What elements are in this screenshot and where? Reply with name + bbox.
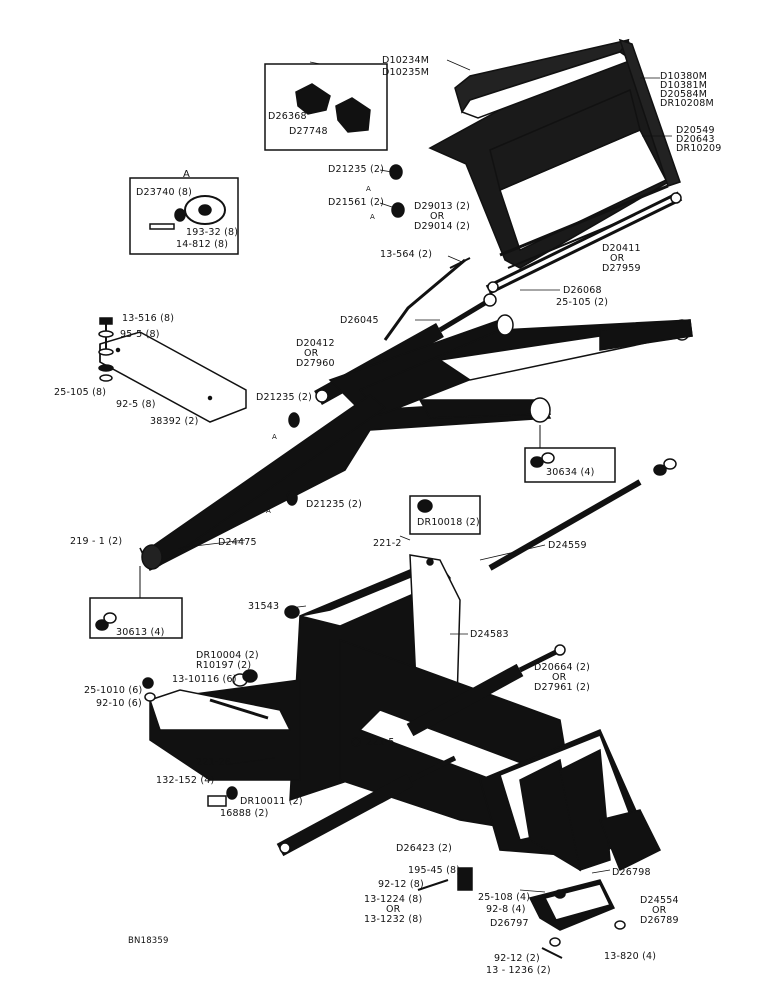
label-or-3: OR: [304, 348, 319, 359]
label-arm-d24475: D24475: [218, 537, 257, 548]
label-nut-25-1010: 25-1010 (6): [84, 685, 143, 696]
label-screw-13-516: 13-516 (8): [122, 313, 175, 324]
label-d26797: D26797: [490, 918, 529, 929]
label-or-1: OR: [430, 211, 445, 222]
cross-shaft: [488, 458, 677, 571]
label-or-5: OR: [386, 904, 401, 915]
bucket-cylinder: [485, 191, 683, 295]
main-frame: [149, 554, 662, 872]
label-pin-16888: 16888 (2): [220, 808, 269, 819]
bushing-box-30613: [89, 566, 183, 639]
bottom-brackets: [417, 867, 626, 959]
label-washer-92-12-8: 92-12 (8): [378, 879, 424, 890]
label-pin-d21235-mid: D21235 (2): [256, 392, 313, 403]
label-arrow-a-1: A: [366, 185, 371, 193]
label-bucket-right-2: D10381M: [660, 80, 708, 91]
label-pin-d29014: D29014 (2): [414, 221, 471, 232]
drawing-number: BN18359: [128, 936, 169, 946]
label-cyl-d20412: D20412: [296, 338, 335, 349]
label-detail-a-title: A: [183, 169, 191, 180]
label-rod-d26045: D26045: [340, 315, 379, 326]
label-cyl-d27960: D27960: [296, 358, 335, 369]
label-teeth-1: D26368: [268, 111, 307, 122]
label-washer-92-5: 92-5 (8): [116, 399, 156, 410]
label-arrow-a-3: A: [272, 433, 277, 441]
label-pin-31543: 31543: [248, 601, 280, 612]
boom-arm: [139, 314, 693, 572]
label-or-4: OR: [552, 672, 567, 683]
label-bucket-right-1: D10380M: [660, 71, 708, 82]
label-screw-132-152: 132-152 (4): [156, 775, 215, 786]
label-bushing-dr10018: DR10018 (2): [417, 517, 480, 528]
label-bolt-13-1236: 13 - 1236 (2): [486, 965, 551, 976]
leader-lines: [177, 59, 672, 893]
label-nut-25-105-8: 25-105 (8): [54, 387, 107, 398]
label-cyl-d27959: D27959: [602, 263, 641, 274]
label-bolt-13-820: 13-820 (4): [604, 951, 657, 962]
label-washer-92-12-2: 92-12 (2): [494, 953, 540, 964]
label-cyl-d20411: D20411: [602, 243, 641, 254]
label-bushing-30613: 30613 (4): [116, 627, 165, 638]
label-plate-38392: 38392 (2): [150, 416, 199, 427]
label-bucket-right-4: DR10208M: [660, 98, 714, 109]
teeth-box: [264, 63, 388, 151]
label-pin-d21561: D21561 (2): [328, 197, 385, 208]
label-bucket-right-3: D20584M: [660, 89, 708, 100]
label-pin-d26068: D26068: [563, 285, 602, 296]
label-d26789: D26789: [640, 915, 679, 926]
label-dr10011: DR10011 (2): [240, 796, 303, 807]
label-detail-a-3: 14-812 (8): [176, 239, 229, 250]
label-nut-25-108: 25-108 (4): [478, 892, 531, 903]
label-bushing-30634: 30634 (4): [546, 467, 595, 478]
label-frame-d24583: D24583: [470, 629, 509, 640]
label-bolt-13-1224: 13-1224 (8): [364, 894, 423, 905]
label-arrow-a-4: A: [266, 507, 271, 515]
side-plate: [99, 331, 247, 423]
detail-a-box: [129, 177, 239, 255]
label-d26423: D26423 (2): [396, 843, 453, 854]
label-cyl-d20664: D20664 (2): [534, 662, 591, 673]
label-washer-95-5: 95-5 (8): [120, 329, 160, 340]
label-or-2: OR: [610, 253, 625, 264]
label-fitting-221-2: 221-2: [373, 538, 402, 549]
label-bolt-13-10116: 13-10116 (6): [172, 674, 237, 685]
label-detail-a-2: 193-32 (8): [186, 227, 239, 238]
label-dr10004: DR10004 (2): [196, 650, 259, 661]
label-fitting-221-5: 221-5: [366, 737, 395, 748]
label-bucket-right-7: DR10209: [676, 143, 722, 154]
bucket: [428, 38, 681, 269]
label-fitting-221-26: 221-26: [196, 757, 231, 768]
label-teeth-2: D27748: [289, 126, 328, 137]
bushing-box-30634: [524, 425, 616, 483]
label-d24554: D24554: [640, 895, 679, 906]
label-pin-d21235-low: D21235 (2): [306, 499, 363, 510]
label-screw-195-45: 195-45 (8): [408, 865, 461, 876]
label-arrow-a-2: A: [370, 213, 375, 221]
label-bolt-13-1232: 13-1232 (8): [364, 914, 423, 925]
label-shaft-d24559: D24559: [548, 540, 587, 551]
label-r10197: R10197 (2): [196, 660, 252, 671]
label-cotter-25-105-2: 25-105 (2): [556, 297, 609, 308]
tilt-cylinders: [276, 644, 566, 857]
label-washer-92-8: 92-8 (4): [486, 904, 526, 915]
bushing-box-dr10018: [409, 495, 481, 535]
label-cyl-d27961: D27961 (2): [534, 682, 591, 693]
label-bolt-13-564: 13-564 (2): [380, 249, 433, 260]
label-pin-d29013: D29013 (2): [414, 201, 471, 212]
label-d26798: D26798: [612, 867, 651, 878]
label-or-6: OR: [652, 905, 667, 916]
label-detail-a-1: D23740 (8): [136, 187, 193, 198]
label-bucket-right-5: D20549: [676, 125, 715, 136]
label-washer-92-10: 92-10 (6): [96, 698, 142, 709]
label-arm-219-1: 219 - 1 (2): [70, 536, 123, 547]
label-bucket-top-1: D10234M: [382, 55, 430, 66]
link-rod: [383, 258, 466, 341]
label-bucket-top-2: D10235M: [382, 67, 430, 78]
label-bucket-right-6: D20643: [676, 134, 715, 145]
label-pin-d21235-top: D21235 (2): [328, 164, 385, 175]
